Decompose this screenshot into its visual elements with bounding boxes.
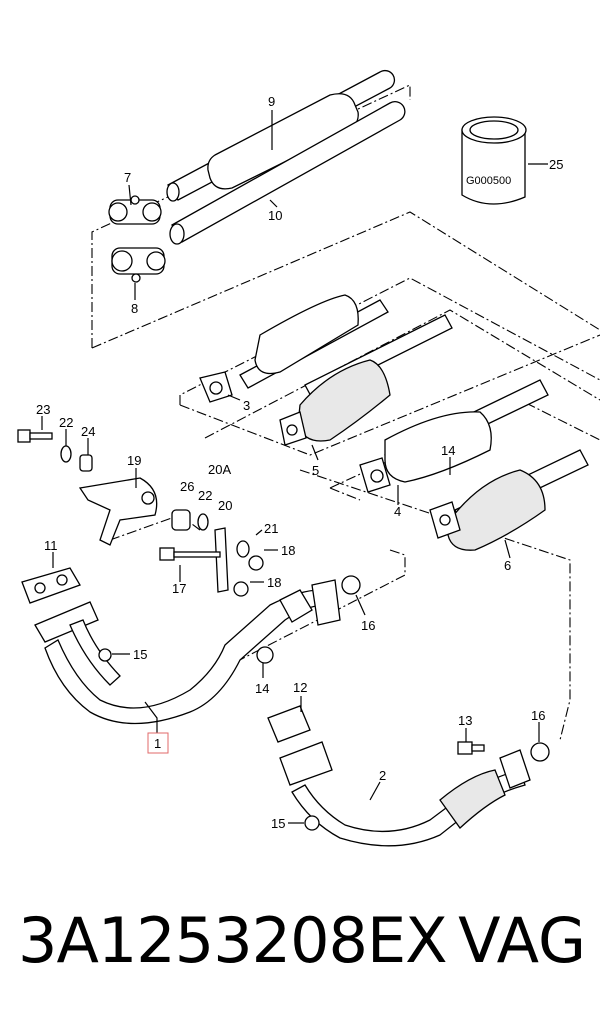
callout-14b: 14 bbox=[255, 681, 269, 696]
part-20-bracket-set bbox=[159, 509, 264, 597]
part-24-spacer bbox=[79, 454, 93, 472]
callout-15b: 15 bbox=[271, 816, 285, 831]
callout-8: 8 bbox=[131, 301, 138, 316]
callout-17: 17 bbox=[172, 581, 186, 596]
callout-6: 6 bbox=[504, 558, 511, 573]
callout-13: 13 bbox=[458, 713, 472, 728]
part-23-bolt bbox=[17, 429, 53, 443]
callout-16a: 16 bbox=[361, 618, 375, 633]
part-number: 3A1253208EX bbox=[18, 904, 448, 977]
callout-22a: 22 bbox=[59, 415, 73, 430]
part-8-clamp bbox=[111, 247, 166, 283]
part-4-silencer bbox=[359, 379, 549, 493]
part-25-box: G000500 bbox=[461, 116, 527, 205]
leader-lines bbox=[41, 110, 548, 824]
brand-name: VAG bbox=[458, 904, 586, 977]
callout-16b: 16 bbox=[531, 708, 545, 723]
callout-7: 7 bbox=[124, 170, 131, 185]
part-3-silencer bbox=[199, 294, 389, 403]
callout-18b: 18 bbox=[267, 575, 281, 590]
callout-4: 4 bbox=[394, 504, 401, 519]
part-5-catalyst bbox=[279, 314, 453, 446]
callout-20: 20 bbox=[218, 498, 232, 513]
part-2-front-pipe bbox=[267, 705, 550, 847]
callout-19: 19 bbox=[127, 453, 141, 468]
callout-10: 10 bbox=[268, 208, 282, 223]
callout-18a: 18 bbox=[281, 543, 295, 558]
callout-26: 26 bbox=[180, 479, 194, 494]
part-22-washer bbox=[60, 445, 72, 463]
callout-22b: 22 bbox=[198, 488, 212, 503]
callout-1: 1 bbox=[154, 736, 161, 751]
part-6-catalyst bbox=[429, 449, 589, 551]
callout-11: 11 bbox=[44, 538, 58, 553]
callout-25: 25 bbox=[549, 157, 563, 172]
part-1-front-pipe bbox=[34, 575, 361, 725]
part-9-centre-silencer bbox=[166, 69, 396, 202]
callout-15a: 15 bbox=[133, 647, 147, 662]
callout-14a: 14 bbox=[441, 443, 455, 458]
box-label: G000500 bbox=[466, 175, 511, 187]
part-10-pipe bbox=[169, 100, 406, 245]
part-19-bracket bbox=[78, 477, 158, 546]
highlight-box bbox=[147, 732, 169, 754]
part-7-clamp bbox=[108, 195, 162, 225]
callout-12: 12 bbox=[293, 680, 307, 695]
callout-20A: 20A bbox=[208, 462, 231, 477]
part-11-gasket bbox=[21, 567, 81, 604]
callout-23: 23 bbox=[36, 402, 50, 417]
callout-9: 9 bbox=[268, 94, 275, 109]
callout-24: 24 bbox=[81, 424, 95, 439]
callout-21: 21 bbox=[264, 521, 278, 536]
callout-labels: 9 7 10 8 25 3 5 23 22 24 19 20A 26 22 20… bbox=[36, 94, 563, 831]
exhaust-system-diagram: G000500 bbox=[17, 69, 600, 847]
callout-5: 5 bbox=[312, 463, 319, 478]
callout-3: 3 bbox=[243, 398, 250, 413]
callout-2: 2 bbox=[379, 768, 386, 783]
